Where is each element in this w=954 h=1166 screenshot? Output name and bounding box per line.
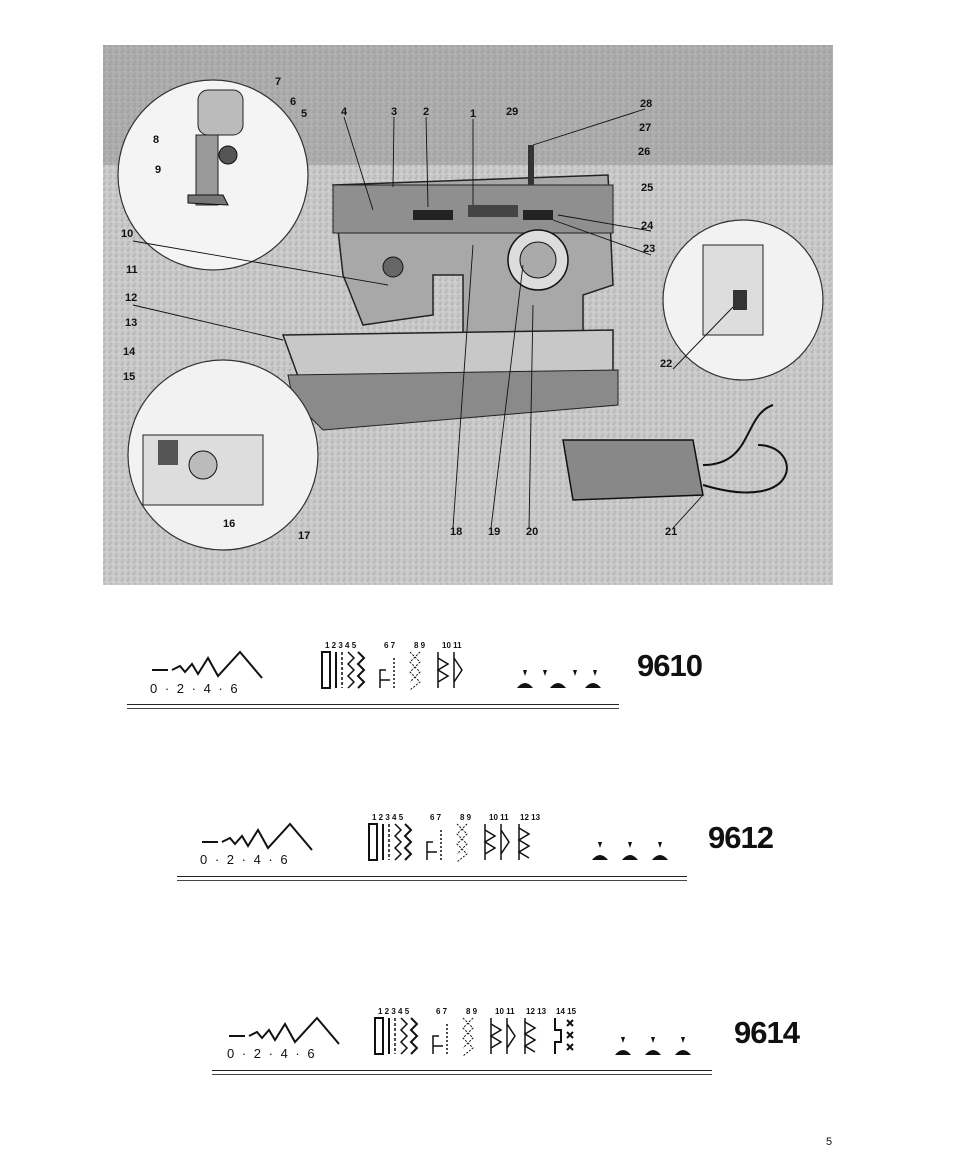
divider-rule-thin [212, 1074, 712, 1075]
callout-28: 28 [640, 98, 652, 110]
callout-7: 7 [275, 76, 281, 88]
stitch-width-zigzag-icon [152, 650, 263, 679]
divider-rule [212, 1070, 712, 1071]
pattern-numbers-10-11: 10 11 [495, 1007, 515, 1016]
callout-24: 24 [641, 220, 654, 232]
pattern-numbers-10-11: 10 11 [442, 641, 462, 650]
callout-6: 6 [290, 96, 296, 108]
callout-10: 10 [121, 228, 133, 240]
pattern-numbers-12-13: 12 13 [520, 813, 541, 822]
needle-plate-inset [127, 359, 319, 551]
divider-rule [177, 876, 687, 877]
socket-inset [662, 219, 824, 381]
machine-illustration: 1 2 3 4 5 6 7 8 9 10 11 12 13 14 15 16 1… [103, 45, 833, 585]
callout-2: 2 [423, 106, 429, 118]
presser-feet-icons [615, 1037, 691, 1055]
pattern-numbers-14-15: 14 15 [556, 1007, 577, 1016]
page-number: 5 [826, 1136, 833, 1148]
pattern-numbers-12-13: 12 13 [526, 1007, 547, 1016]
callout-3: 3 [391, 106, 397, 118]
callout-11: 11 [126, 264, 138, 276]
stitch-width-scale: 0 · 2 · 4 · 6 [227, 1046, 317, 1061]
callout-9: 9 [155, 164, 161, 176]
callout-19: 19 [488, 526, 500, 538]
callout-1: 1 [470, 108, 476, 120]
callout-leader-lines [132, 108, 734, 529]
pattern-numbers-6-7: 6 7 [384, 641, 396, 650]
foot-control [562, 404, 788, 501]
pattern-numbers-6-7: 6 7 [430, 813, 442, 822]
callout-5: 5 [301, 108, 307, 120]
stitch-width-scale: 0 · 2 · 4 · 6 [150, 681, 240, 696]
callout-16: 16 [223, 518, 235, 530]
stitch-patterns-icon [374, 1017, 574, 1057]
callout-20: 20 [526, 526, 538, 538]
callout-21: 21 [665, 526, 677, 538]
stitch-patterns-icon [368, 823, 531, 863]
pattern-numbers-10-11: 10 11 [489, 813, 509, 822]
presser-foot-inset [117, 79, 309, 271]
callout-18: 18 [450, 526, 462, 538]
stitch-width-zigzag-icon [202, 822, 313, 851]
model-number-9614: 9614 [734, 1015, 800, 1050]
callout-13: 13 [125, 317, 137, 329]
pattern-numbers-6-7: 6 7 [436, 1007, 448, 1016]
presser-feet-icons [517, 670, 601, 688]
divider-rule-thin [127, 708, 619, 709]
pattern-numbers-8-9: 8 9 [460, 813, 472, 822]
stitch-patterns-icon [321, 651, 463, 691]
callout-27: 27 [639, 122, 651, 134]
callout-25: 25 [641, 182, 653, 194]
model-number-9610: 9610 [637, 648, 703, 683]
divider-rule-thin [177, 880, 687, 881]
callout-14: 14 [123, 346, 136, 358]
callout-12: 12 [125, 292, 137, 304]
callout-29: 29 [506, 106, 518, 118]
callout-15: 15 [123, 371, 135, 383]
model-number-9612: 9612 [708, 820, 774, 855]
callout-17: 17 [298, 530, 310, 542]
presser-feet-icons [592, 842, 668, 860]
stitch-width-scale: 0 · 2 · 4 · 6 [200, 852, 290, 867]
divider-rule [127, 704, 619, 705]
callout-22: 22 [660, 358, 672, 370]
pattern-numbers-1-5: 1 2 3 4 5 [372, 813, 404, 822]
pattern-numbers-1-5: 1 2 3 4 5 [378, 1007, 410, 1016]
callout-labels: 1 2 3 4 5 6 7 8 9 10 11 12 13 14 15 16 1… [121, 76, 677, 542]
callout-4: 4 [341, 106, 348, 118]
stitch-width-zigzag-icon [229, 1016, 340, 1045]
pattern-numbers-8-9: 8 9 [414, 641, 426, 650]
pattern-numbers-8-9: 8 9 [466, 1007, 478, 1016]
callout-8: 8 [153, 134, 159, 146]
pattern-numbers-1-5: 1 2 3 4 5 [325, 641, 357, 650]
callout-23: 23 [643, 243, 655, 255]
callout-26: 26 [638, 146, 650, 158]
